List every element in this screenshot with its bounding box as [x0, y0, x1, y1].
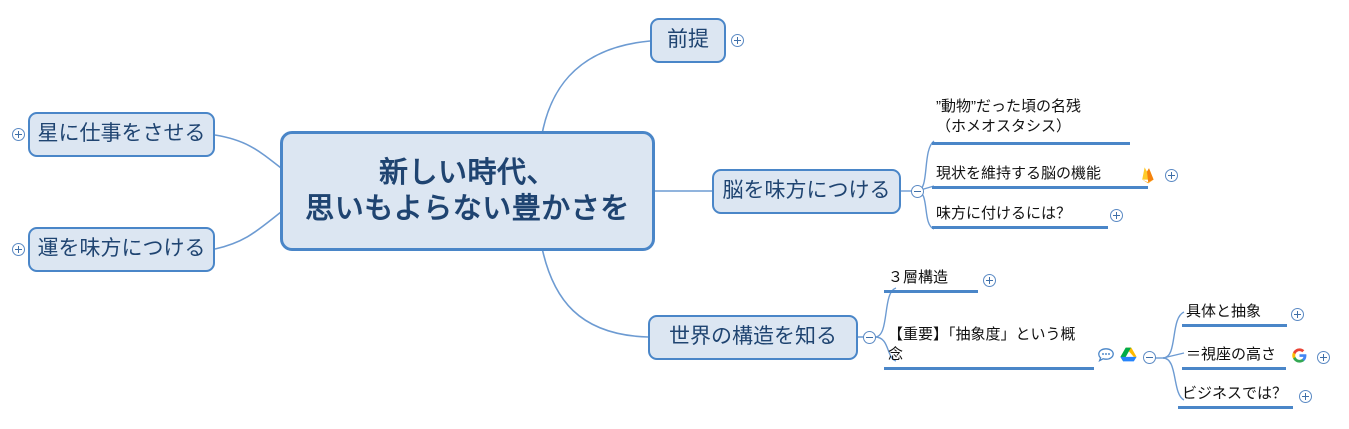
toggle-collapse-abstraction-concept[interactable] — [1143, 351, 1156, 364]
toggle-expand-how-to-ally[interactable] — [1110, 209, 1123, 222]
branch-node-label: 脳を味方につける — [722, 179, 891, 203]
toggle-collapse-brain[interactable] — [911, 185, 924, 198]
comment-icon — [1098, 348, 1114, 362]
toggle-collapse-world-structure[interactable] — [863, 331, 876, 344]
google-drive-icon — [1120, 347, 1137, 362]
central-node-label: 新しい時代、 思いもよらない豊かさを — [305, 156, 630, 225]
branch-node-label: 前提 — [667, 28, 709, 52]
toggle-expand-in-business[interactable] — [1299, 390, 1312, 403]
branch-node-star-work[interactable]: 星に仕事をさせる — [28, 112, 215, 157]
toggle-expand-star-work[interactable] — [12, 128, 25, 141]
toggle-expand-premise[interactable] — [731, 34, 744, 47]
leaf-node-status-quo-function[interactable]: 現状を維持する脳の機能 — [932, 163, 1148, 189]
toggle-expand-viewpoint-height[interactable] — [1317, 351, 1330, 364]
leaf-node-abstraction-concept[interactable]: 【重要】「抽象度」という概念 — [884, 326, 1094, 370]
leaf-node-label: ３層構造 — [888, 268, 949, 286]
leaf-node-label: ＝視座の高さ — [1186, 345, 1277, 363]
leaf-node-in-business[interactable]: ビジネスでは？ — [1178, 384, 1293, 409]
branch-node-label: 運を味方につける — [37, 237, 206, 261]
branch-node-luck[interactable]: 運を味方につける — [28, 227, 215, 272]
leaf-node-three-layer[interactable]: ３層構造 — [884, 268, 978, 293]
firebase-flame-icon — [1140, 166, 1156, 184]
leaf-node-viewpoint-height[interactable]: ＝視座の高さ — [1182, 345, 1286, 370]
toggle-expand-status-quo-function[interactable] — [1165, 169, 1178, 182]
leaf-node-animal-remnant[interactable]: ”動物”だった頃の名残 （ホメオスタシス） — [932, 97, 1130, 145]
google-g-icon — [1292, 348, 1307, 363]
branch-node-world-structure[interactable]: 世界の構造を知る — [648, 315, 858, 360]
leaf-node-label: 【重要】「抽象度」という概念 — [888, 325, 1076, 363]
toggle-expand-luck[interactable] — [12, 243, 25, 256]
leaf-node-label: 味方に付けるには？ — [936, 204, 1072, 222]
leaf-node-label: ビジネスでは？ — [1182, 384, 1288, 402]
branch-node-label: 世界の構造を知る — [669, 325, 837, 349]
leaf-node-how-to-ally[interactable]: 味方に付けるには？ — [932, 203, 1108, 229]
branch-node-label: 星に仕事をさせる — [37, 122, 206, 146]
branch-node-brain[interactable]: 脳を味方につける — [712, 169, 901, 214]
toggle-expand-concrete-abstract[interactable] — [1291, 308, 1304, 321]
leaf-node-label: 具体と抽象 — [1186, 302, 1262, 320]
leaf-node-label: 現状を維持する脳の機能 — [936, 164, 1102, 182]
leaf-node-concrete-abstract[interactable]: 具体と抽象 — [1182, 302, 1287, 327]
leaf-node-label: ”動物”だった頃の名残 （ホメオスタシス） — [936, 98, 1081, 136]
toggle-expand-three-layer[interactable] — [983, 274, 996, 287]
branch-node-premise[interactable]: 前提 — [650, 18, 726, 63]
central-node[interactable]: 新しい時代、 思いもよらない豊かさを — [280, 131, 655, 251]
